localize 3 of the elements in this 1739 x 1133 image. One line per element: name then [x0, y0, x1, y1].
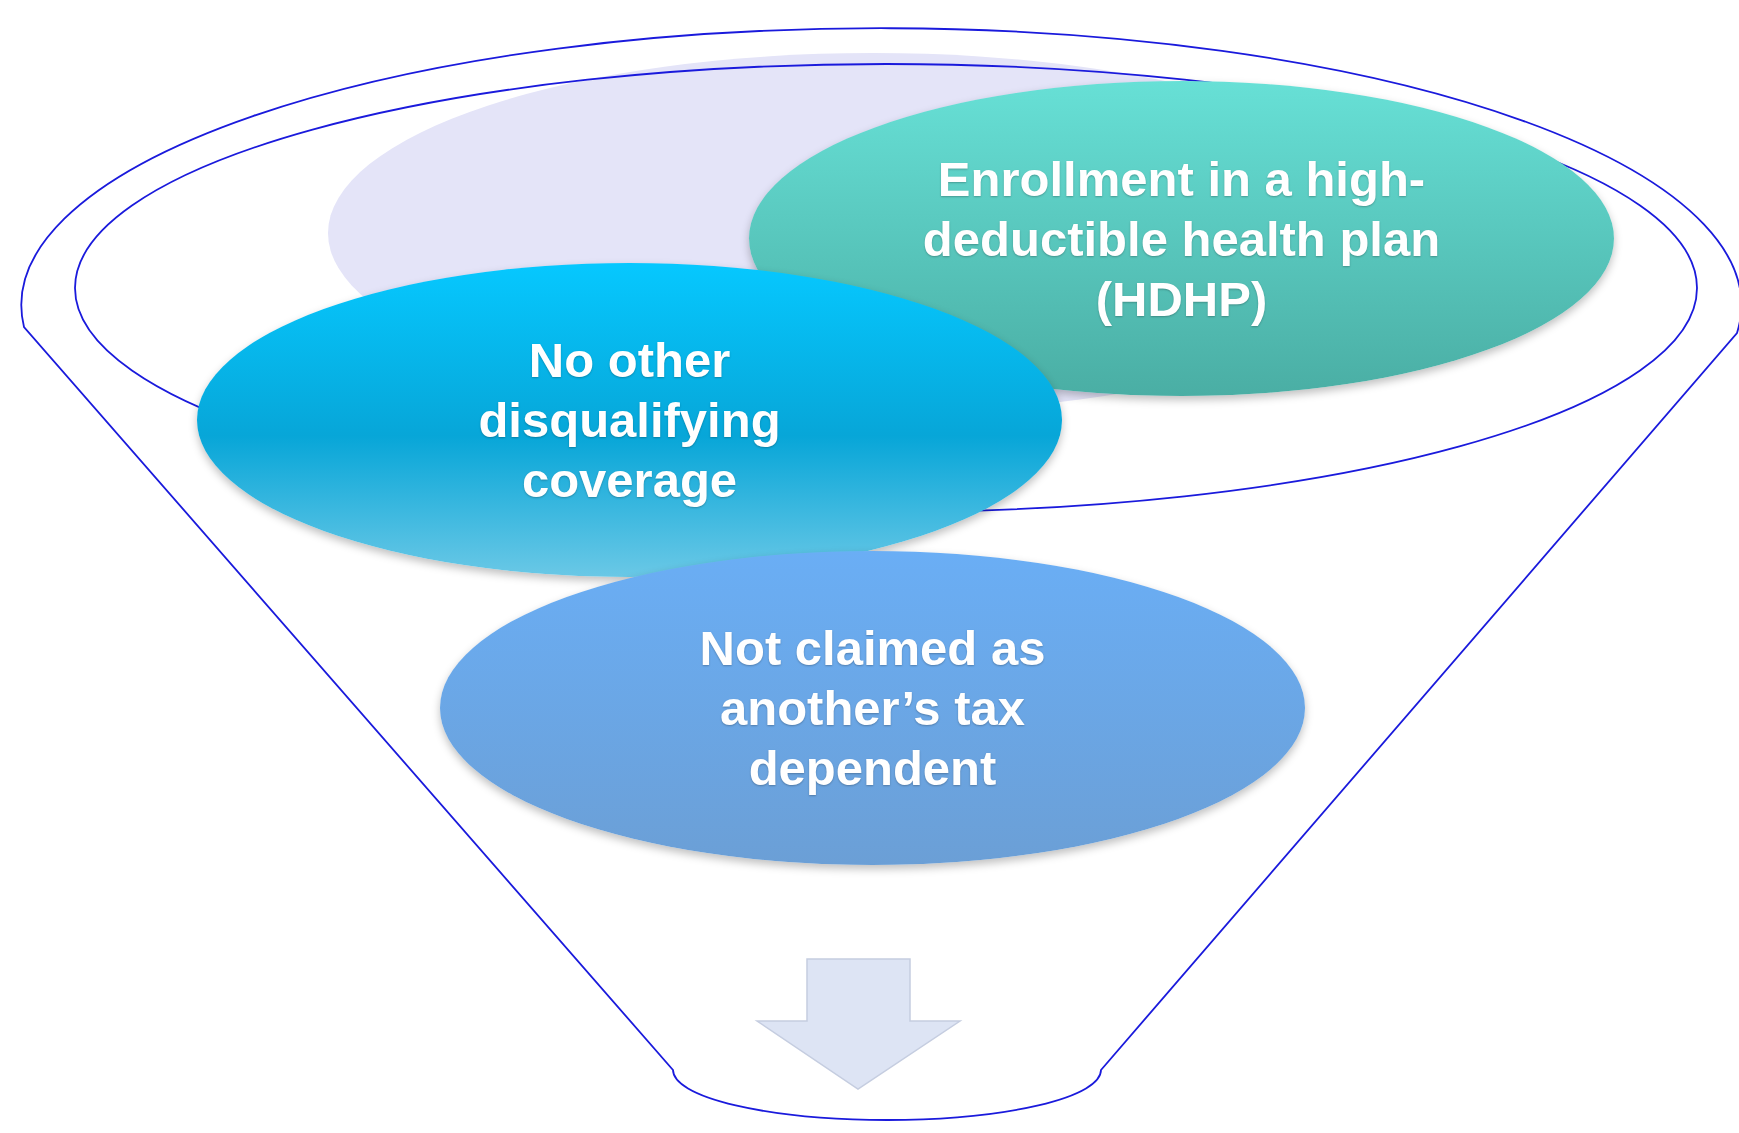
criterion-text: No other disqualifying coverage: [477, 332, 782, 509]
criterion-text: Not claimed as another’s tax dependent: [698, 620, 1047, 797]
criterion-text: Enrollment in a high-deductible health plan (HDHP): [921, 150, 1442, 328]
